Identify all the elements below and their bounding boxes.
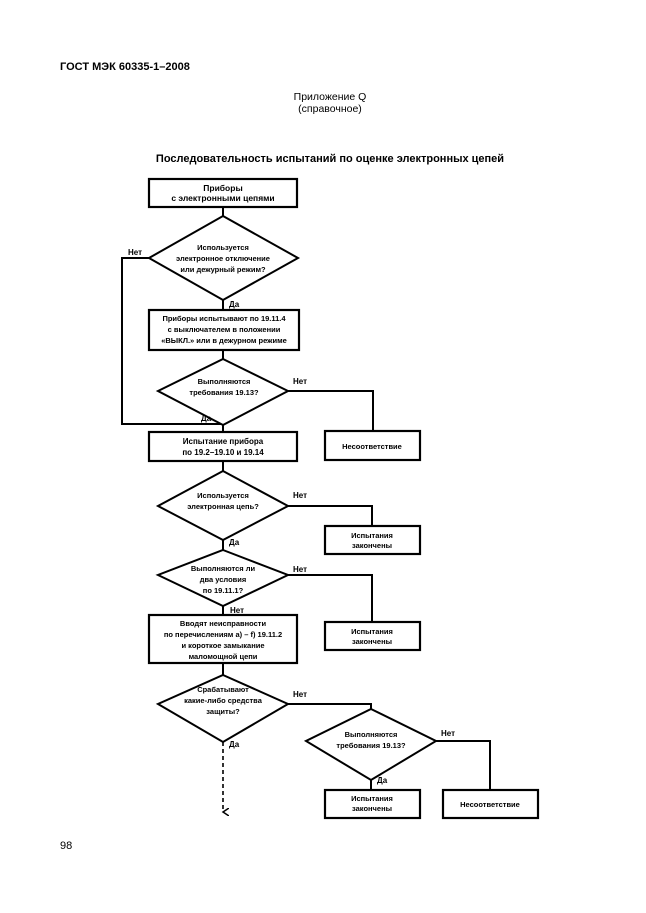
- label-no-3: Нет: [293, 491, 307, 500]
- label-yes-3: Да: [229, 538, 240, 547]
- node-text-line: Выполняются: [345, 730, 398, 739]
- node-text-line: с выключателем в положении: [168, 325, 281, 334]
- annex-title: Приложение Q (справочное): [230, 91, 430, 115]
- node-text-line: Приборы испытывают по 19.11.4: [162, 314, 286, 323]
- decision-requirements-1: [155, 357, 291, 427]
- node-text-line: Приборы: [203, 183, 242, 193]
- node-text-line: или дежурный режим?: [180, 265, 266, 274]
- text-requirements-1: Выполняются требования 19.13?: [189, 377, 259, 397]
- node-text-line: Несоответствие: [342, 442, 402, 451]
- annex-subtitle: (справочное): [298, 103, 362, 115]
- label-yes-4: Да: [229, 740, 240, 749]
- node-text-line: «ВЫКЛ.» или в дежурном режиме: [161, 336, 287, 345]
- flowchart-title: Последовательность испытаний по оценке э…: [155, 153, 505, 165]
- label-yes-2: Да: [201, 414, 212, 423]
- node-text-line: Используется: [197, 243, 249, 252]
- node-text-line: требования 19.13?: [189, 388, 259, 397]
- branch-labels: Нет Да Нет Да Нет Да Нет Нет Нет Да Нет …: [128, 248, 455, 785]
- text-tested-off: Приборы испытывают по 19.11.4 с выключате…: [161, 314, 287, 345]
- node-text-line: закончены: [352, 637, 392, 646]
- text-noncompliance-1: Несоответствие: [342, 442, 402, 451]
- box-appliances: [147, 177, 299, 209]
- node-text-line: какие-либо средства: [184, 696, 263, 705]
- decision-two-conditions: [155, 548, 291, 608]
- decision-protection: [155, 673, 291, 744]
- text-protection: Срабатывают какие-либо средства защиты?: [184, 685, 263, 716]
- node-text-line: и короткое замыкание: [181, 641, 264, 650]
- label-no-1: Нет: [128, 248, 142, 257]
- node-text-line: Испытания: [351, 794, 393, 803]
- document-header: ГОСТ МЭК 60335-1–2008: [60, 61, 190, 73]
- box-test-19: [147, 430, 299, 463]
- decision-requirements-2: [303, 707, 439, 782]
- box-tests-done-1: [323, 524, 422, 556]
- box-noncompliance-1: [323, 429, 422, 462]
- node-text-line: Вводят неисправности: [180, 619, 267, 628]
- node-text-line: требования 19.13?: [336, 741, 406, 750]
- node-text-line: Выполняются: [198, 377, 251, 386]
- node-text-line: Испытания: [351, 531, 393, 540]
- node-text-line: электронное отключение: [176, 254, 270, 263]
- text-electronic-circuit: Используется электронная цепь?: [187, 491, 259, 511]
- node-text-line: по перечислениям a) – f) 19.11.2: [164, 630, 282, 639]
- node-text-line: маломощной цепи: [189, 652, 258, 661]
- node-text-line: Испытание прибора: [183, 437, 264, 446]
- node-text-line: Несоответствие: [460, 800, 520, 809]
- box-introduce-faults: [147, 613, 299, 665]
- node-text-line: электронная цепь?: [187, 502, 259, 511]
- node-text-line: закончены: [352, 804, 392, 813]
- text-test-19: Испытание прибора по 19.2–19.10 и 19.14: [182, 437, 264, 457]
- flowchart-shapes: [146, 177, 540, 820]
- label-yes-5: Да: [377, 776, 388, 785]
- label-no-5: Нет: [230, 606, 244, 615]
- node-text-line: закончены: [352, 541, 392, 550]
- page-number: 98: [60, 840, 73, 852]
- box-tests-done-3: [323, 788, 422, 820]
- annex-heading: Приложение Q: [293, 91, 367, 103]
- node-text-line: по 19.11.1?: [203, 586, 244, 595]
- connector-lines: [121, 207, 491, 812]
- box-tests-done-2: [323, 620, 422, 652]
- label-no-7: Нет: [441, 729, 455, 738]
- label-no-4: Нет: [293, 565, 307, 574]
- node-text-line: по 19.2–19.10 и 19.14: [182, 448, 264, 457]
- decision-electronic-circuit: [155, 469, 291, 542]
- node-text-line: два условия: [200, 575, 247, 584]
- node-text-line: Испытания: [351, 627, 393, 636]
- decision-electronic-off: [146, 214, 301, 302]
- label-no-2: Нет: [293, 377, 307, 386]
- node-text-line: Используется: [197, 491, 249, 500]
- label-no-6: Нет: [293, 690, 307, 699]
- node-text-line: Выполняются ли: [191, 564, 256, 573]
- text-introduce-faults: Вводят неисправности по перечислениям a) …: [164, 619, 282, 661]
- label-yes-1: Да: [229, 300, 240, 309]
- text-requirements-2: Выполняются требования 19.13?: [336, 730, 406, 750]
- node-text-line: защиты?: [206, 707, 240, 716]
- text-noncompliance-2: Несоответствие: [460, 800, 520, 809]
- text-electronic-off: Используется электронное отключение или де…: [176, 243, 270, 274]
- box-noncompliance-2: [441, 788, 540, 820]
- box-tested-off: [147, 308, 301, 352]
- text-two-conditions: Выполняются ли два условия по 19.11.1?: [191, 564, 256, 595]
- node-text-line: Срабатывают: [197, 685, 249, 694]
- node-text-line: с электронными цепями: [171, 193, 274, 203]
